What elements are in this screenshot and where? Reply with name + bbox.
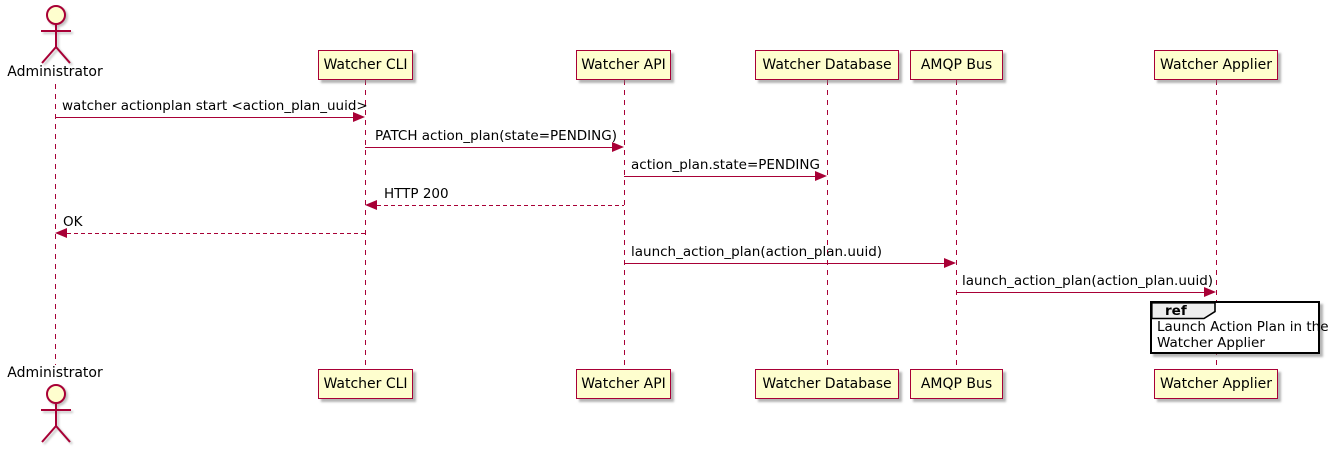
actor-label-top: Administrator [7,64,103,80]
participant-top-watcher-cli: Watcher CLI [318,50,413,80]
participant-label: Watcher Applier [1160,376,1272,392]
participant-label: Watcher API [581,376,666,392]
participant-bottom-watcher-cli: Watcher CLI [318,369,413,399]
participant-label: Watcher API [581,57,666,73]
message-label: OK [63,214,83,230]
actor-icon [41,5,71,64]
participant-bottom-watcher-database: Watcher Database [755,369,899,399]
message-label: launch_action_plan(action_plan.uuid) [631,244,883,260]
ref-header-pentagon-icon [1151,302,1216,320]
message-label: PATCH action_plan(state=PENDING) [375,128,617,144]
message-line [55,117,354,118]
lifeline-watcher-applier [1216,80,1217,370]
participant-label: Watcher Database [762,57,892,73]
arrow-right-icon [612,142,624,152]
ref-text-line-2: Watcher Applier [1157,335,1265,351]
arrow-right-icon [353,112,365,122]
ref-text-line-1: Launch Action Plan in the [1157,319,1329,335]
ref-text: Launch Action Plan in the Watcher Applie… [1157,319,1329,351]
ref-keyword: ref [1165,303,1187,319]
message-line [365,147,613,148]
message-label: action_plan.state=PENDING [631,157,820,173]
participant-label: AMQP Bus [920,376,993,392]
message-label: watcher actionplan start <action_plan_uu… [62,98,368,114]
arrow-right-icon [1204,287,1216,297]
message-line [377,205,624,206]
lifeline-watcher-cli [365,80,366,370]
participant-label: AMQP Bus [920,57,993,73]
participant-top-amqp-bus: AMQP Bus [910,50,1003,80]
lifeline-watcher-api [624,80,625,370]
message-line [624,176,816,177]
arrow-left-icon [365,200,377,210]
lifeline-watcher-database [827,80,828,370]
participant-bottom-watcher-api: Watcher API [576,369,671,399]
actor-icon [41,384,71,443]
lifeline-amqp-bus [956,80,957,370]
participant-top-watcher-database: Watcher Database [755,50,899,80]
participant-label: Watcher Database [762,376,892,392]
ref-fragment: ref Launch Action Plan in the Watcher Ap… [1150,301,1329,354]
participant-top-watcher-api: Watcher API [576,50,671,80]
message-line [67,233,365,234]
message-line [956,292,1205,293]
participant-bottom-watcher-applier: Watcher Applier [1154,369,1278,399]
participant-bottom-amqp-bus: AMQP Bus [910,369,1003,399]
participant-label: Watcher CLI [323,376,408,392]
lifeline-administrator [55,84,56,365]
message-label: launch_action_plan(action_plan.uuid) [962,273,1214,289]
actor-label-bottom: Administrator [7,365,103,381]
arrow-left-icon [55,228,67,238]
participant-label: Watcher Applier [1160,57,1272,73]
arrow-right-icon [944,258,956,268]
participant-top-watcher-applier: Watcher Applier [1154,50,1278,80]
arrow-right-icon [815,171,827,181]
message-label: HTTP 200 [384,186,449,202]
participant-label: Watcher CLI [323,57,408,73]
message-line [624,263,945,264]
